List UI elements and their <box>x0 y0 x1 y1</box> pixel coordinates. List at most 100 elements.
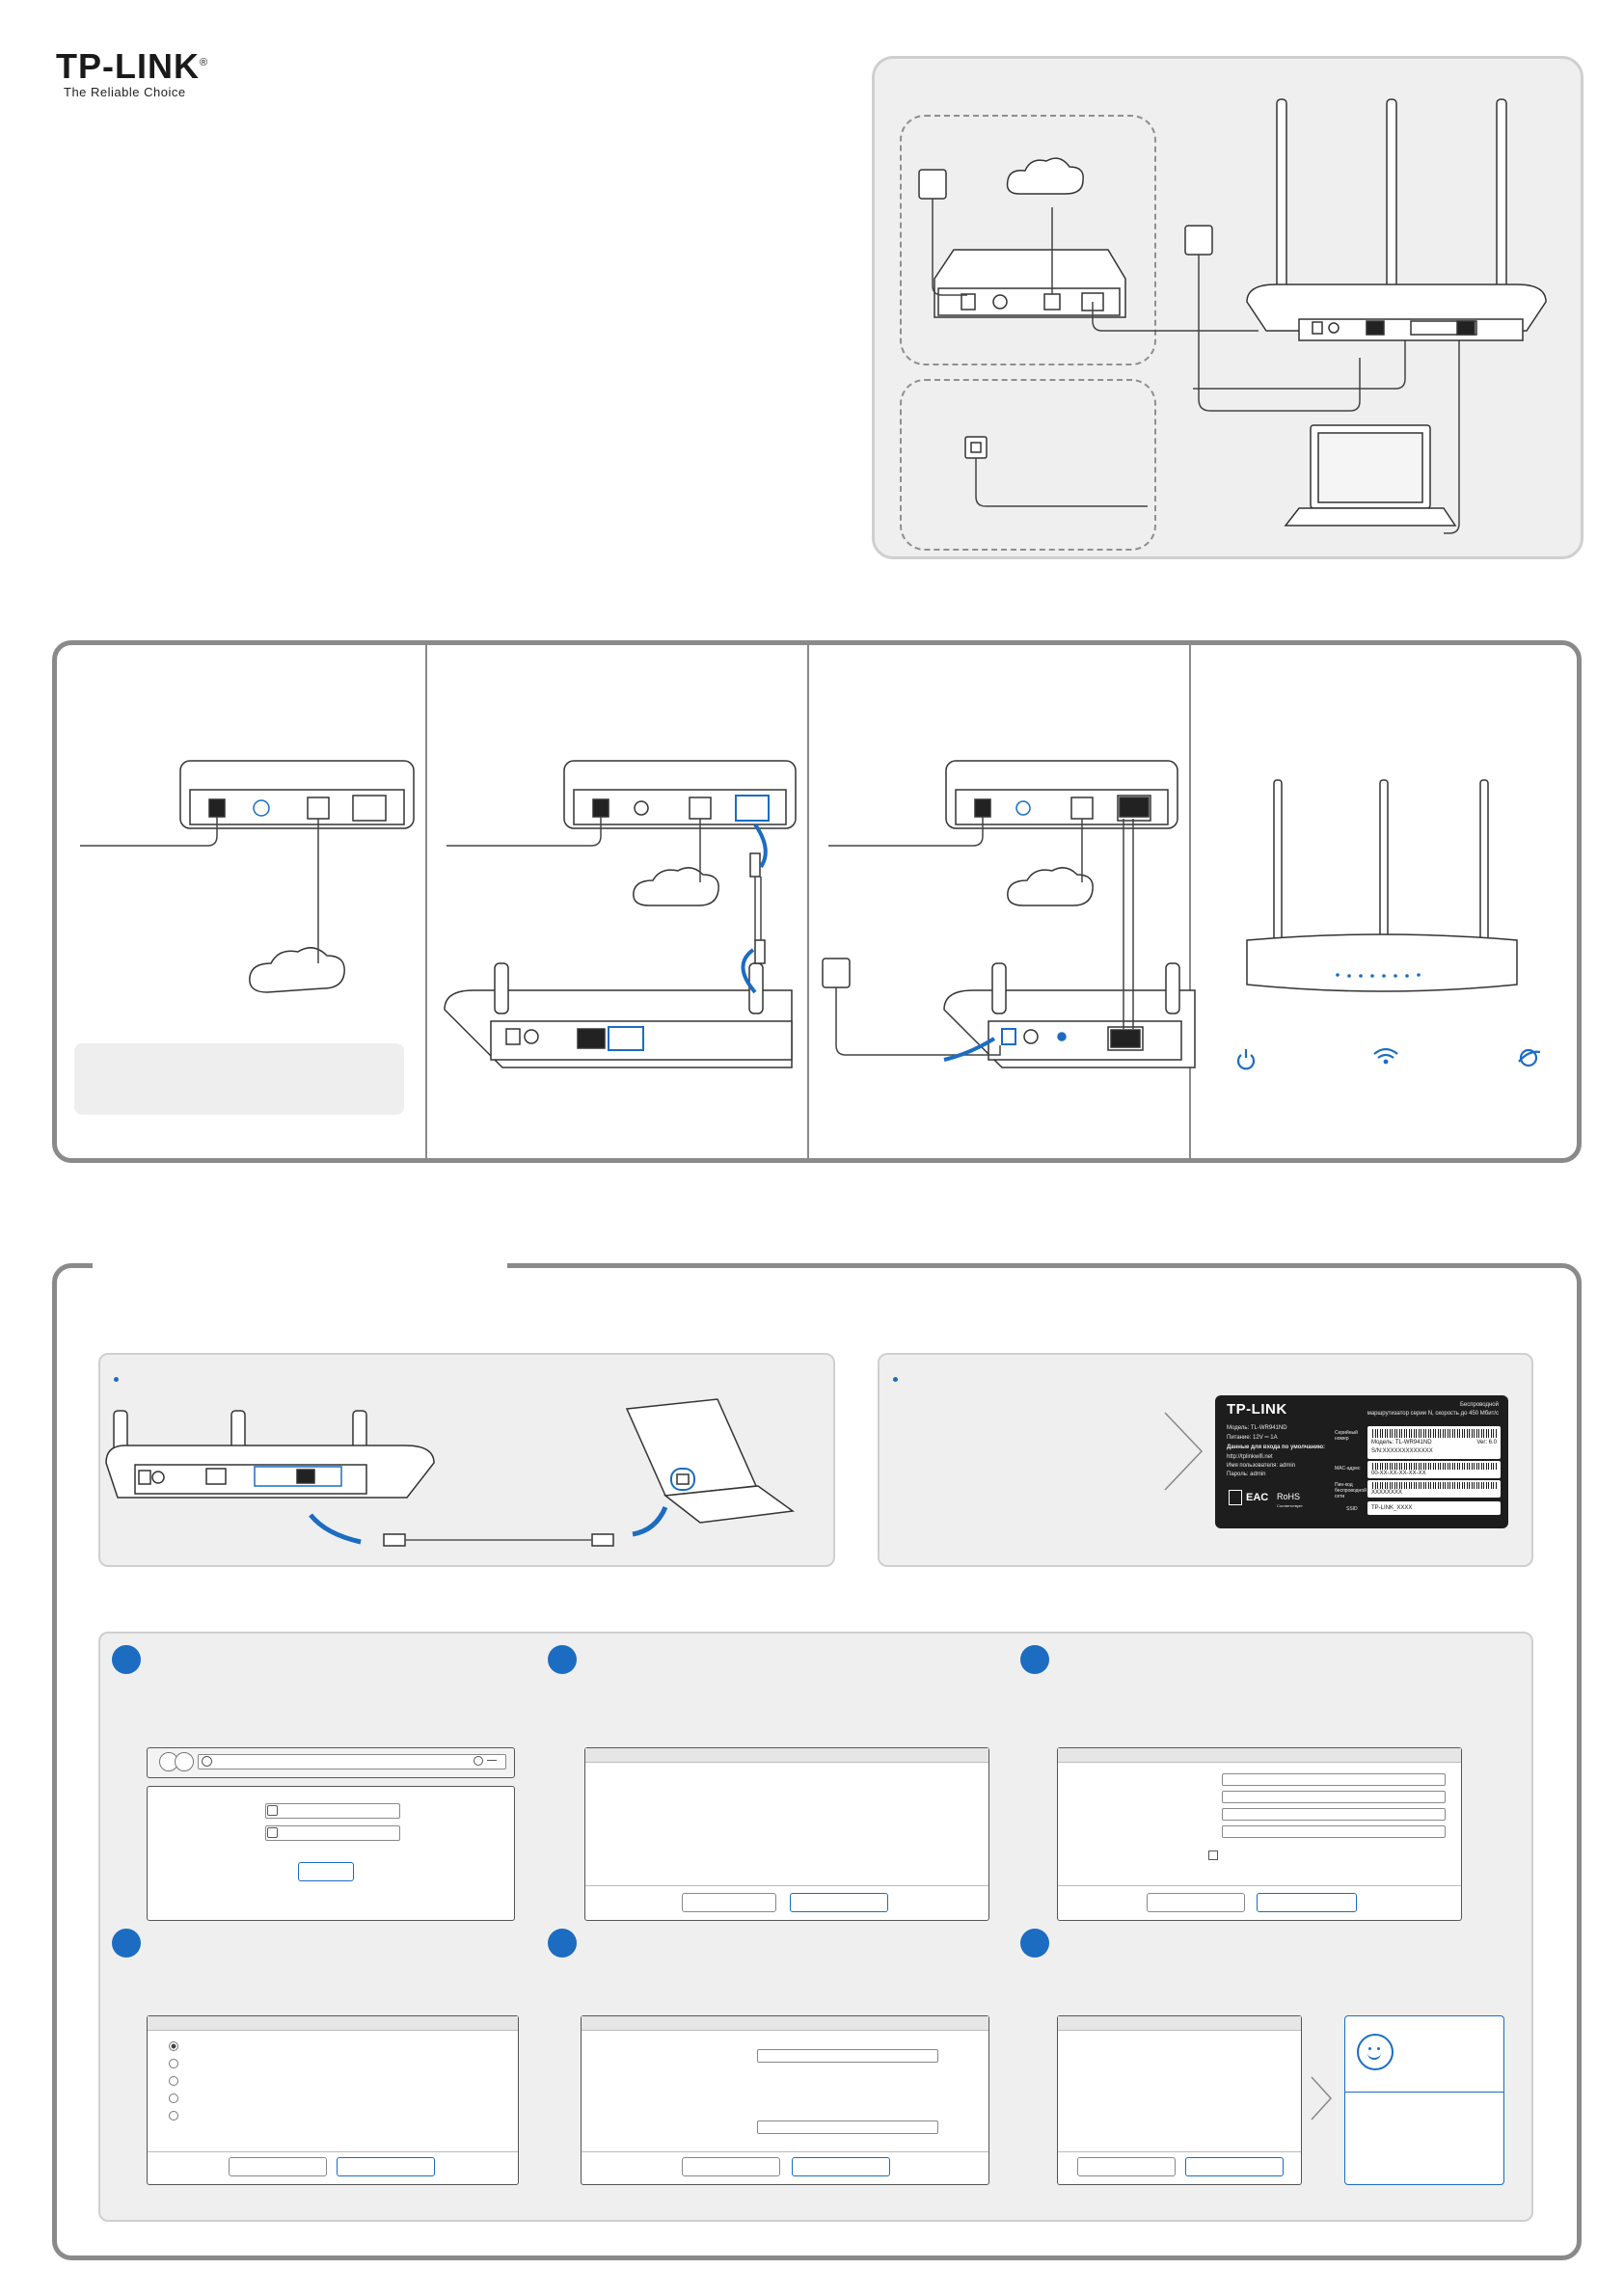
brand-tagline: The Reliable Choice <box>64 85 186 99</box>
key-icon <box>267 1827 278 1838</box>
connect-computer-drawing <box>105 1398 795 1547</box>
connection-type-radio[interactable] <box>169 2111 178 2120</box>
setup-window-step4 <box>147 2015 519 2185</box>
connection-type-radio[interactable] <box>169 2041 178 2051</box>
label-serial-caption: Серийный номер <box>1335 1430 1358 1442</box>
divider <box>582 2151 988 2152</box>
power-adapter-icon <box>822 958 851 988</box>
label-mac-caption: MAC-адрес <box>1335 1466 1361 1472</box>
success-card <box>1344 2015 1504 2185</box>
arrow-up-icon <box>753 823 768 869</box>
barcode-icon <box>1371 1482 1497 1489</box>
panel-title-gap <box>93 1257 507 1271</box>
label-pin-value: XXXXXXXX <box>1371 1490 1403 1496</box>
ethernet-plug-icon <box>591 1533 614 1547</box>
label-rohs: RoHS <box>1277 1492 1301 1501</box>
next-button[interactable] <box>790 1893 888 1912</box>
label-serial-sn: S/N:XXXXXXXXXXXXX <box>1371 1448 1433 1454</box>
globe-icon <box>1518 1048 1541 1067</box>
arrow-right-icon <box>943 1037 996 1062</box>
ethernet-plug-icon <box>749 852 761 878</box>
setup-window-step2 <box>584 1747 989 1921</box>
registered-mark: ® <box>199 57 209 68</box>
connection-type-radio[interactable] <box>169 2076 178 2086</box>
smiley-icon <box>1357 2034 1394 2070</box>
step-number-badge <box>1020 1929 1049 1958</box>
router-label-subpanel: TP-LINK Беспроводной маршрутизатор серии… <box>878 1353 1533 1567</box>
connection-diagram-panel <box>872 56 1583 559</box>
login-button[interactable] <box>298 1862 354 1881</box>
barcode-icon <box>1371 1463 1497 1470</box>
label-model: Модель: TL-WR941ND <box>1227 1425 1287 1431</box>
divider <box>1058 1885 1461 1886</box>
next-button[interactable] <box>1257 1893 1357 1912</box>
mac-box: 00-XX-XX-XX-XX-XX <box>1367 1461 1501 1478</box>
wireless-name-field[interactable] <box>757 2049 938 2063</box>
go-arrow-icon[interactable] <box>487 1760 497 1761</box>
router-icon <box>1246 98 1547 341</box>
cloud-icon <box>633 867 719 906</box>
label-title-line2: маршрутизатор серии N, скорость до 450 М… <box>1367 1411 1499 1417</box>
label-serial-ver: Ver: 6.0 <box>1476 1440 1497 1445</box>
address-input[interactable] <box>198 1754 506 1769</box>
back-button[interactable] <box>682 1893 776 1912</box>
setup-window-step5 <box>581 2015 989 2185</box>
back-button[interactable] <box>1147 1893 1245 1912</box>
connection-type-radio[interactable] <box>169 2059 178 2068</box>
pin-box: XXXXXXXX <box>1367 1480 1501 1498</box>
next-button[interactable] <box>792 2157 890 2176</box>
back-button[interactable] <box>229 2157 327 2176</box>
step-number-badge <box>548 1929 577 1958</box>
password-field[interactable] <box>265 1825 400 1841</box>
wifi-icon <box>1373 1047 1398 1065</box>
step-number-badge <box>112 1929 141 1958</box>
step1-drawing <box>80 760 415 993</box>
barcode-icon <box>1371 1429 1497 1438</box>
back-button[interactable] <box>1077 2157 1176 2176</box>
label-rohs-sub: Соответствует <box>1277 1503 1303 1508</box>
label-title-line1: Беспроводной <box>1459 1402 1499 1408</box>
router-front-icon <box>1246 779 1518 992</box>
region-select[interactable] <box>1222 1773 1446 1786</box>
step2-drawing <box>444 760 797 1068</box>
option-checkbox[interactable] <box>1208 1850 1218 1860</box>
label-serial-model: Модель: TL-WR941ND <box>1371 1440 1432 1445</box>
timezone-select[interactable] <box>1222 1791 1446 1803</box>
browser-address-bar <box>147 1747 515 1778</box>
search-icon[interactable] <box>474 1756 483 1766</box>
laptop-icon <box>1284 424 1457 527</box>
ssid-box: TP-LINK_XXXX <box>1367 1501 1501 1515</box>
next-button[interactable] <box>337 2157 435 2176</box>
username-field[interactable] <box>265 1803 400 1819</box>
forward-button[interactable] <box>175 1752 194 1771</box>
wireless-password-field[interactable] <box>757 2120 938 2134</box>
quick-setup-subpanel <box>98 1632 1533 2222</box>
brand-logo-text: TP-LINK <box>56 46 200 86</box>
label-pin-caption: Пин-код беспроводной сети <box>1335 1482 1367 1499</box>
chevron-right-icon <box>1164 1412 1204 1491</box>
save-button[interactable] <box>1185 2157 1284 2176</box>
back-button[interactable] <box>682 2157 780 2176</box>
weee-bin-icon <box>1229 1490 1242 1505</box>
label-eac: EAC <box>1246 1492 1269 1503</box>
connection-type-radio[interactable] <box>169 2093 178 2103</box>
setup-window-step6 <box>1057 2015 1302 2185</box>
step-divider-3 <box>1189 645 1191 1158</box>
step-number-badge <box>548 1645 577 1674</box>
divider <box>148 2151 518 2152</box>
connection-diagram-drawing <box>918 98 1547 534</box>
isp-select[interactable] <box>1222 1808 1446 1821</box>
step4-drawing <box>1236 779 1541 1070</box>
bullet-dot <box>114 1377 119 1382</box>
router-product-label: TP-LINK Беспроводной маршрутизатор серии… <box>1215 1395 1508 1528</box>
router-power-adapter-icon <box>1184 225 1213 256</box>
brand-logo: TP-LINK® <box>56 46 208 87</box>
connection-select[interactable] <box>1222 1825 1446 1838</box>
window-title-bar <box>585 1748 988 1763</box>
power-icon <box>1236 1049 1256 1070</box>
divider <box>1058 2151 1301 2152</box>
label-login-url: http://tplinkwifi.net <box>1227 1454 1273 1460</box>
arrow-up-right-icon <box>632 1505 668 1537</box>
serial-box: Модель: TL-WR941ND Ver: 6.0 S/N:XXXXXXXX… <box>1367 1426 1501 1459</box>
wall-jack-option-box <box>900 379 1156 551</box>
